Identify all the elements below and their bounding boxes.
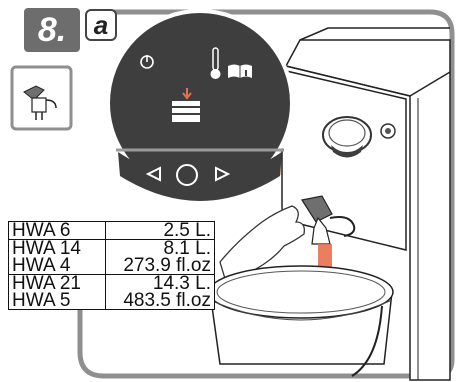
bucket bbox=[209, 266, 393, 376]
step-number: 8. bbox=[38, 11, 66, 50]
sub-step-label: a bbox=[85, 9, 117, 41]
capacity-value: 2.5 L. bbox=[109, 222, 211, 239]
capacity-value: 483.5 fl.oz bbox=[109, 292, 211, 309]
table-row: HWA 14 HWA 4 8.1 L. 273.9 fl.oz bbox=[9, 240, 215, 275]
capacity-table: HWA 6 2.5 L. HWA 14 HWA 4 8.1 L. 273.9 f… bbox=[8, 221, 215, 310]
step-number-badge: 8. bbox=[24, 8, 80, 52]
model-name: HWA 6 bbox=[12, 222, 102, 239]
model-name: HWA 4 bbox=[12, 257, 102, 274]
faucet-step-box bbox=[12, 67, 71, 129]
table-row: HWA 6 2.5 L. bbox=[9, 222, 215, 240]
manual-info-icon bbox=[228, 65, 252, 79]
table-row: HWA 21 HWA 5 14.3 L. 483.5 fl.oz bbox=[9, 275, 215, 310]
model-name: HWA 5 bbox=[12, 292, 102, 309]
capacity-value: 273.9 fl.oz bbox=[109, 257, 211, 274]
sub-step-letter: a bbox=[94, 12, 108, 38]
